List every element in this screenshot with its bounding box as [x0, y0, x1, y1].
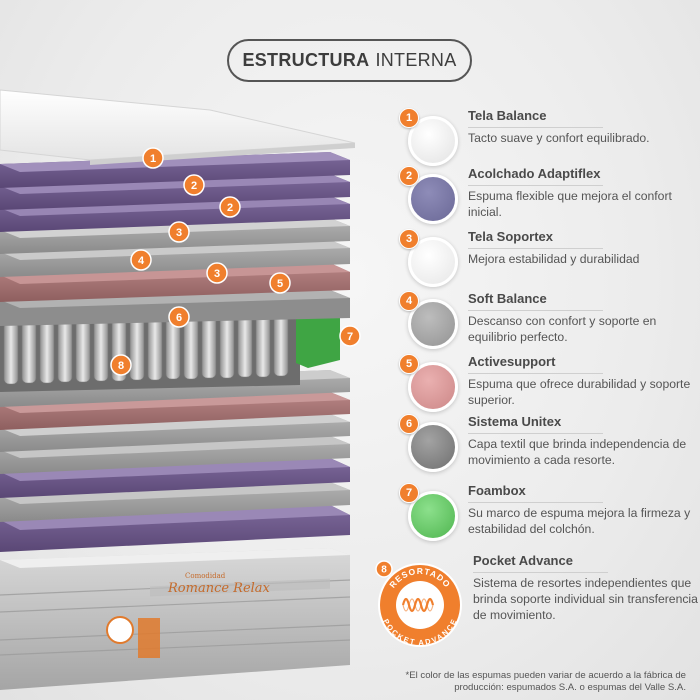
- spring-icon: [401, 597, 435, 613]
- mattress-base: [0, 548, 351, 690]
- legend-number-badge: 1: [399, 108, 419, 128]
- legend-desc: Mejora estabilidad y durabilidad: [468, 252, 640, 266]
- layer-badge-6: 6: [168, 306, 190, 328]
- legend-name: Tela Soportex: [468, 229, 603, 249]
- legend-number-badge: 5: [399, 354, 419, 374]
- legend-number-badge: 2: [399, 166, 419, 186]
- sistema-unitex-swatch: [408, 422, 458, 472]
- layer-badge-8: 8: [110, 354, 132, 376]
- svg-text:4: 4: [138, 255, 145, 267]
- brand-small-text: Comodidad: [185, 572, 226, 580]
- layer-badge-3b: 3: [206, 262, 228, 284]
- layer-badge-3a: 3: [168, 221, 190, 243]
- legend-name: Foambox: [468, 483, 603, 503]
- legend-desc: Espuma flexible que mejora el confort in…: [468, 189, 672, 219]
- legend-name: Pocket Advance: [473, 553, 608, 573]
- pocket-advance-stamp: RESORTADO POCKET ADVANCE 8: [375, 560, 462, 647]
- legend-name: Tela Balance: [468, 108, 603, 128]
- legend-number-badge: 7: [399, 483, 419, 503]
- svg-text:6: 6: [176, 312, 182, 324]
- legend-desc: Capa textil que brinda independencia de …: [468, 437, 687, 467]
- pocket-spring-unit: [0, 290, 350, 392]
- stamp-number-badge: [375, 560, 393, 578]
- title-light: INTERNA: [375, 50, 457, 70]
- layer-badge-2b: 2: [219, 196, 241, 218]
- legend-name: Sistema Unitex: [468, 414, 603, 434]
- legend-name: Soft Balance: [468, 291, 603, 311]
- svg-text:1: 1: [150, 153, 156, 165]
- legend-desc: Descanso con confort y soporte en equili…: [468, 314, 657, 344]
- layer-badge-4: 4: [130, 249, 152, 271]
- section-title: ESTRUCTURA INTERNA: [227, 39, 472, 82]
- svg-text:5: 5: [277, 278, 283, 290]
- legend-desc: Espuma que ofrece durabilidad y soporte …: [468, 377, 691, 407]
- layer-badge-2a: 2: [183, 174, 205, 196]
- title-bold: ESTRUCTURA: [242, 50, 370, 70]
- legend-desc: Su marco de espuma mejora la firmeza y e…: [468, 506, 691, 536]
- svg-text:3: 3: [176, 227, 182, 239]
- acolchado-adaptiflex-swatch: [408, 174, 458, 224]
- layer-badge-5: 5: [269, 272, 291, 294]
- svg-text:3: 3: [214, 268, 220, 280]
- layer-badge-1: 1: [142, 147, 164, 169]
- legend-desc: Tacto suave y confort equilibrado.: [468, 131, 650, 145]
- legend-name: Activesupport: [468, 354, 603, 374]
- svg-text:8: 8: [118, 360, 124, 372]
- legend-desc: Sistema de resortes independientes que b…: [473, 576, 698, 622]
- lower-layers: [0, 370, 350, 552]
- svg-text:7: 7: [347, 331, 353, 343]
- svg-text:2: 2: [191, 180, 197, 192]
- legend-name: Acolchado Adaptiflex: [468, 166, 603, 186]
- svg-text:8: 8: [381, 565, 387, 576]
- activesupport-swatch: [408, 362, 458, 412]
- svg-text:2: 2: [227, 202, 233, 214]
- legend-number-badge: 6: [399, 414, 419, 434]
- upper-layers: [0, 152, 350, 302]
- legend-number-badge: 4: [399, 291, 419, 311]
- layer-badge-7: 7: [339, 325, 361, 347]
- mattress-layers-illustration: Comodidad Romance Relax: [0, 89, 361, 690]
- brand-name-text: Romance Relax: [167, 581, 271, 596]
- legend-number-badge: 3: [399, 229, 419, 249]
- footnote: *El color de las espumas pueden variar d…: [405, 670, 686, 693]
